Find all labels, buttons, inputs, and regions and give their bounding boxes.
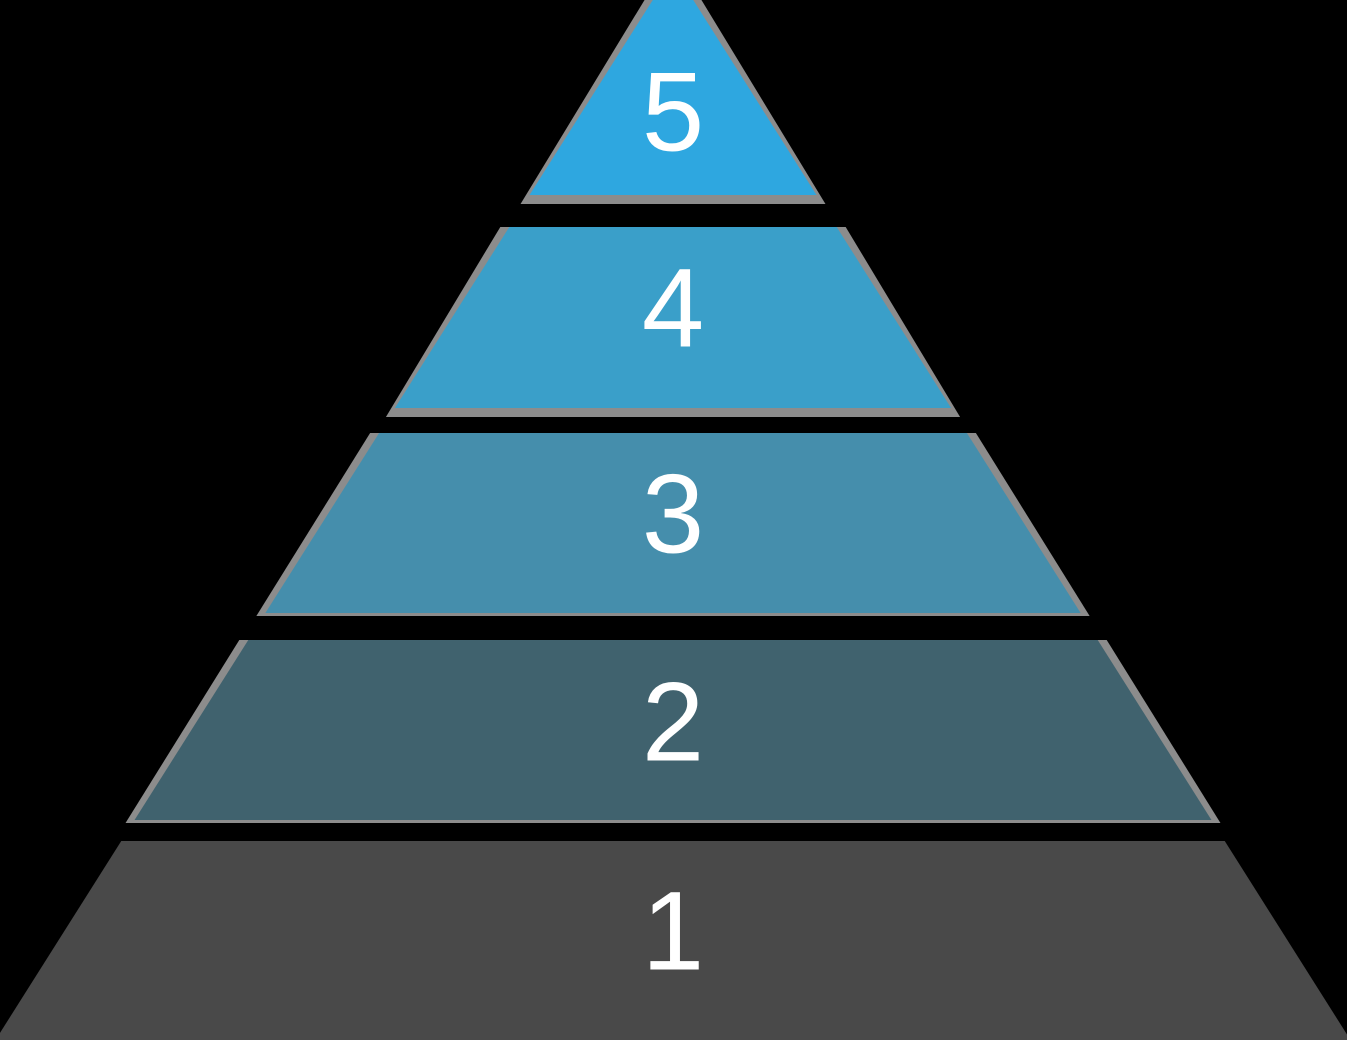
pyramid-level-5-label: 5 <box>642 50 704 175</box>
pyramid-level-3-shape <box>265 433 1081 613</box>
pyramid-level-5-shape <box>529 0 817 195</box>
pyramid-level-1-label: 1 <box>642 869 704 994</box>
pyramid-level-1-shape <box>0 841 1347 1040</box>
pyramid-level-2-shape <box>134 640 1212 820</box>
pyramid-level-4-label: 4 <box>642 246 704 371</box>
pyramid-level-2-label: 2 <box>642 660 704 785</box>
pyramid-level-4-shape <box>394 227 952 408</box>
pyramid-level-3-label: 3 <box>642 452 704 577</box>
